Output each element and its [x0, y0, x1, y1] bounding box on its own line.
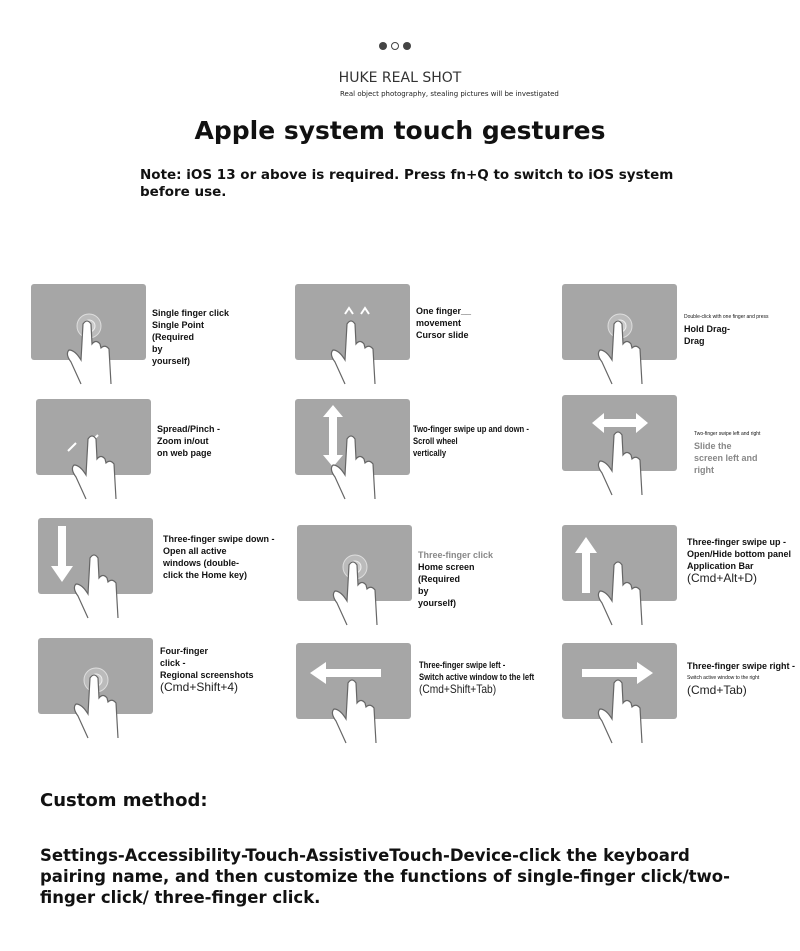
gesture-line: Slide the [694, 441, 732, 451]
arrow-up-icon [575, 537, 643, 626]
gesture-line: Two-finger swipe left and right [694, 431, 761, 437]
gesture-line: Zoom in/out [157, 436, 209, 446]
gesture-line: on web page [157, 448, 212, 458]
gesture-line: (Required [152, 332, 195, 342]
trackpad-illustration [562, 525, 677, 626]
gesture-description: Three-finger swipe left - Switch active w… [419, 659, 534, 695]
gesture-line: Home screen [418, 562, 475, 572]
gesture-line: screen left and [694, 453, 758, 463]
brand-subtitle: Real object photography, stealing pictur… [340, 90, 559, 98]
trackpad-illustration [562, 284, 677, 385]
trackpad-illustration [562, 395, 677, 496]
gesture-line: Switch active window to the left [419, 672, 535, 682]
trackpad-illustration [38, 638, 153, 739]
trackpad-illustration [297, 525, 412, 626]
dot-active[interactable] [391, 42, 399, 50]
gesture-line: click - [160, 658, 186, 668]
trackpad-illustration [295, 399, 410, 500]
double-arrow-horizontal-icon [592, 413, 648, 496]
custom-description: Settings-Accessibility-Touch-AssistiveTo… [40, 846, 730, 907]
gesture-line: Hold Drag- [684, 324, 730, 334]
gesture-description: Four-finger click - Regional screenshots(C… [160, 645, 254, 693]
gesture-line: Three-finger click [418, 550, 494, 560]
ripple-icon [332, 554, 378, 626]
gesture-line: Switch active window to the right [687, 675, 760, 681]
gesture-line: Open/Hide bottom panel [687, 549, 792, 559]
gesture-line: Regional screenshots [160, 670, 254, 680]
gesture-line: Cursor slide [416, 330, 469, 340]
gesture-line: (Cmd+Tab) [687, 683, 747, 697]
gesture-line: click the Home key) [163, 570, 248, 580]
gesture-line: Four-finger [160, 646, 208, 656]
gesture-line: Spread/Pinch - [157, 424, 221, 434]
trackpad-illustration [562, 643, 677, 744]
gesture-line: One finger__ [416, 306, 472, 316]
trackpad-illustration [295, 284, 410, 385]
arrow-right-icon [582, 662, 653, 744]
gesture-line: Scroll wheel [413, 436, 458, 446]
custom-heading: Custom method: [40, 790, 208, 811]
ripple-multi-icon [73, 667, 119, 739]
gesture-description: Three-finger swipe up - Open/Hide bottom … [687, 536, 791, 584]
gesture-description: Three-finger swipe down - Open all active… [163, 533, 275, 581]
gesture-line: by [418, 586, 429, 596]
gesture-line: by [152, 344, 163, 354]
gesture-line: Double-click with one finger and press [684, 314, 769, 320]
ripple-icon [597, 313, 643, 385]
cursor-slide-icon [330, 306, 376, 385]
gesture-line: Drag [684, 336, 705, 346]
arrow-down-icon [51, 526, 119, 619]
gesture-line: Application Bar [687, 561, 754, 571]
carousel-dots[interactable] [379, 42, 411, 50]
gesture-description: Three-finger swipe right - Switch active … [687, 660, 795, 696]
page-title: Apple system touch gestures [194, 116, 606, 145]
gesture-line: (Required [418, 574, 461, 584]
dot[interactable] [379, 42, 387, 50]
requirement-note: Note: iOS 13 or above is required. Press… [140, 167, 674, 200]
gesture-line: Two-finger swipe up and down - [413, 424, 529, 434]
gesture-line: yourself) [418, 598, 457, 608]
gesture-line: Three-finger swipe down - [163, 534, 275, 544]
gesture-line: (Cmd+Shift+4) [160, 680, 239, 694]
gesture-line: Single Point [152, 320, 205, 330]
ripple-icon [66, 313, 112, 385]
trackpad-illustration [31, 284, 146, 385]
gesture-line: Three-finger swipe right - [687, 661, 796, 671]
gesture-line: yourself) [152, 356, 191, 366]
brand-title: HUKE REAL SHOT [338, 70, 462, 86]
gesture-line: right [694, 465, 714, 475]
gesture-line: Open all active [163, 546, 227, 556]
double-arrow-vertical-icon [323, 405, 376, 500]
gesture-line: Single finger click [152, 308, 230, 318]
gesture-line: Three-finger swipe left - [419, 660, 506, 670]
gesture-line: (Cmd+Alt+D) [687, 571, 758, 585]
gesture-line: (Cmd+Shift+Tab) [419, 682, 497, 696]
trackpad-illustration [296, 643, 411, 744]
arrow-left-icon [310, 662, 381, 744]
gesture-line: windows (double- [163, 558, 239, 568]
gesture-description: Spread/Pinch - Zoom in/out on web page [157, 423, 220, 459]
gesture-line: movement [416, 318, 462, 328]
gesture-line: Three-finger swipe up - [687, 537, 787, 547]
trackpad-illustration [38, 518, 153, 619]
gesture-description: Two-finger swipe up and down - Scroll whe… [413, 423, 529, 459]
gesture-line: vertically [413, 448, 447, 458]
pinch-icon [67, 434, 117, 500]
trackpad-illustration [36, 399, 151, 500]
dot[interactable] [403, 42, 411, 50]
